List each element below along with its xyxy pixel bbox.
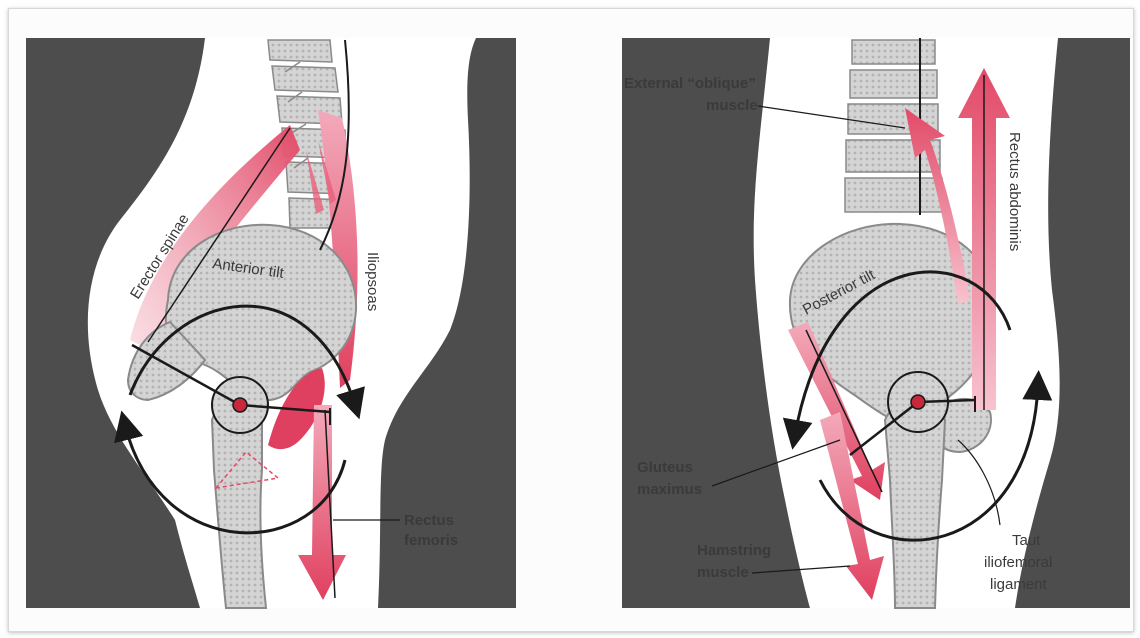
right-hip-joint-center xyxy=(911,395,925,409)
label-ligament-3: ligament xyxy=(990,576,1048,593)
label-rectus-femoris-1: Rectus xyxy=(404,512,454,529)
label-ligament-1: Taut xyxy=(1012,532,1041,549)
label-gluteus-1: Gluteus xyxy=(637,459,693,476)
label-external-oblique-2: muscle xyxy=(706,97,758,114)
label-rectus-abdominis: Rectus abdominis xyxy=(1006,132,1023,251)
label-hamstring-1: Hamstring xyxy=(697,542,771,559)
label-ligament-2: iliofemoral xyxy=(984,554,1052,571)
label-external-oblique-1: External “oblique” xyxy=(624,75,756,92)
left-panel: Erector spinae Anterior tilt Iliopsoas R… xyxy=(26,38,516,608)
label-hamstring-2: muscle xyxy=(697,564,749,581)
left-hip-joint-center xyxy=(233,398,247,412)
label-iliopsoas: Iliopsoas xyxy=(364,252,381,311)
label-rectus-femoris-2: femoris xyxy=(404,532,458,549)
right-panel: External “oblique” muscle Rectus abdomin… xyxy=(622,38,1130,608)
label-gluteus-2: maximus xyxy=(637,481,702,498)
